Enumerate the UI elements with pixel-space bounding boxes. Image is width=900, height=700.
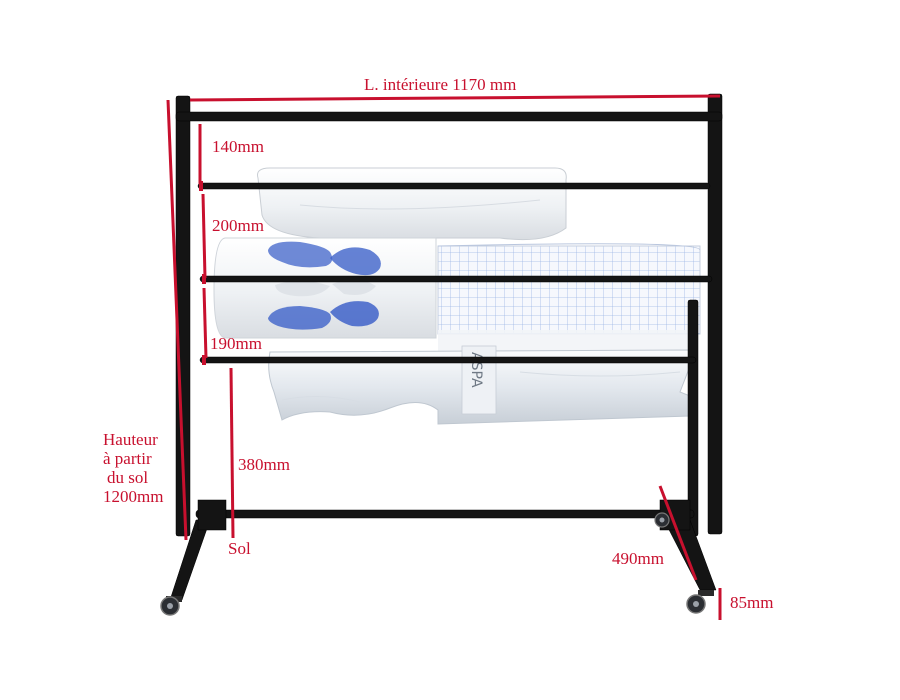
gap-second-line xyxy=(201,193,207,279)
height-dimension-line xyxy=(166,99,188,541)
depth-label: 490mm xyxy=(612,549,664,568)
footprint-icon xyxy=(268,241,333,268)
depth-dimension-line xyxy=(658,485,698,581)
gap-second-label: 200mm xyxy=(212,216,264,235)
caster-wheel-left xyxy=(160,596,182,616)
gap-third-line xyxy=(202,287,208,359)
top-roll xyxy=(257,167,567,241)
footprint-roll xyxy=(213,237,437,339)
gap-bottom-label: 380mm xyxy=(238,455,290,474)
wheel-height-label: 85mm xyxy=(730,593,774,612)
floor-label: Sol xyxy=(228,539,251,558)
height-label-line: à partir xyxy=(103,449,152,468)
caster-wheel-back-right xyxy=(654,512,670,528)
footprint-icon xyxy=(268,306,331,330)
gap-third-label: 190mm xyxy=(210,334,262,353)
gap-top-label: 140mm xyxy=(212,137,264,156)
height-label: Hauteur à partir du sol 1200mm xyxy=(103,430,163,506)
width-label: L. intérieure 1170 mm xyxy=(364,75,517,94)
roller-markers xyxy=(199,181,206,365)
dimension-lines xyxy=(166,94,722,620)
gap-bottom-line xyxy=(229,367,235,539)
caster-wheel-right xyxy=(686,590,714,614)
height-label-line: 1200mm xyxy=(103,487,164,506)
height-label-line: Hauteur xyxy=(103,430,158,449)
width-dimension-line xyxy=(189,94,721,102)
frame xyxy=(169,93,723,601)
height-label-line: du sol xyxy=(107,468,149,487)
